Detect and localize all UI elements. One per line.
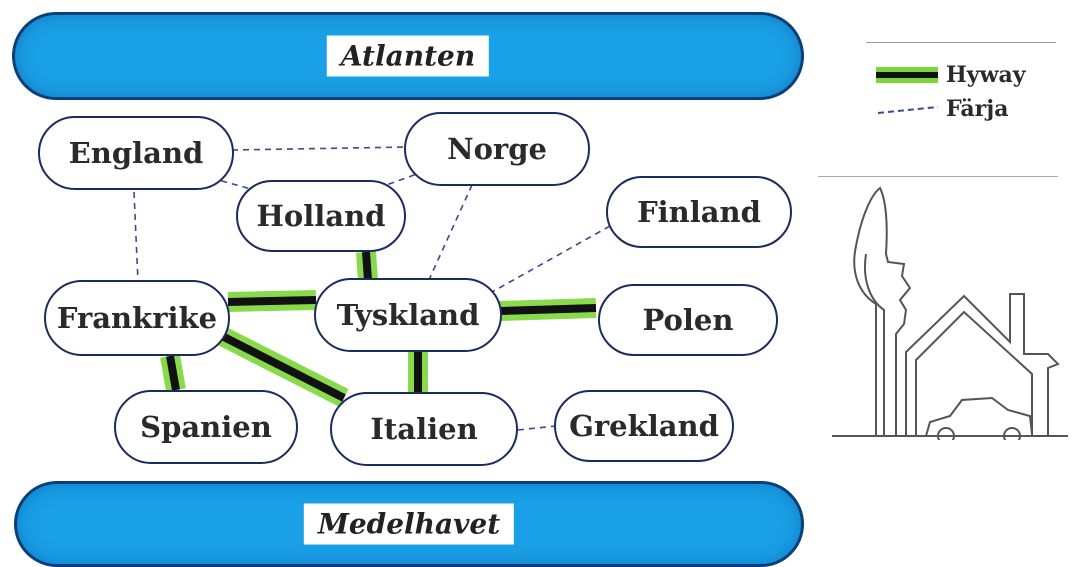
ferry-italien-grekland [517, 425, 557, 431]
hyway-frankrike-spanien [166, 355, 180, 391]
node-frankrike: Frankrike [44, 280, 230, 356]
node-tyskland: Tyskland [314, 278, 502, 352]
node-label-italien: Italien [370, 412, 478, 446]
sea-atlanten: Atlanten [12, 12, 804, 100]
node-label-england: England [68, 136, 204, 170]
node-italien: Italien [330, 392, 518, 466]
hyway-tyskland-polen [499, 304, 597, 315]
legend-divider [818, 176, 1058, 177]
node-polen: Polen [598, 284, 778, 356]
node-label-frankrike: Frankrike [56, 301, 218, 335]
node-grekland: Grekland [554, 390, 734, 462]
legend-label-hyway: Hyway [946, 62, 1026, 88]
node-england: England [38, 116, 234, 190]
sea-label-atlanten: Atlanten [326, 35, 490, 77]
hyway-frankrike-tyskland [227, 296, 317, 306]
node-label-polen: Polen [642, 303, 734, 337]
node-label-finland: Finland [637, 195, 761, 229]
legend-item-farja: Färja [874, 96, 1008, 122]
hyway-frankrike-italien [220, 332, 346, 402]
ferry-finland-tyskland [491, 225, 611, 293]
sea-label-medelhavet: Medelhavet [303, 503, 515, 545]
node-spanien: Spanien [114, 390, 298, 464]
legend: Hyway Färja [866, 42, 1056, 132]
ferry-norge-tyskland [427, 184, 473, 283]
node-label-grekland: Grekland [569, 409, 719, 443]
ferry-england-norge [231, 146, 409, 151]
node-label-tyskland: Tyskland [336, 298, 480, 332]
legend-label-farja: Färja [946, 96, 1009, 122]
node-holland: Holland [236, 180, 406, 252]
ferry-england-frankrike [133, 191, 139, 283]
sea-medelhavet: Medelhavet [14, 481, 804, 567]
node-label-holland: Holland [256, 199, 386, 233]
node-label-norge: Norge [447, 132, 547, 166]
node-norge: Norge [404, 112, 590, 186]
legend-item-hyway: Hyway [874, 62, 1026, 88]
legend-top-rule [866, 42, 1056, 43]
hyway-holland-tyskland [362, 251, 372, 281]
node-label-spanien: Spanien [140, 410, 272, 444]
illustration-person-house-car-icon [832, 186, 1068, 440]
hyway-swatch-icon [876, 67, 938, 83]
ferry-swatch-icon [877, 106, 939, 114]
node-finland: Finland [606, 176, 792, 248]
